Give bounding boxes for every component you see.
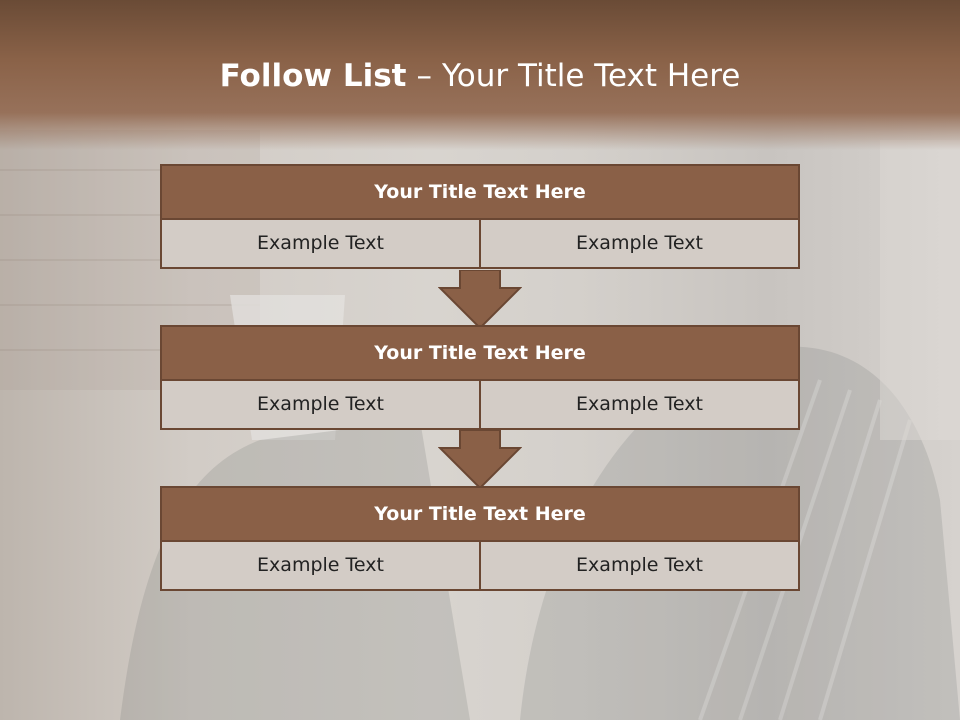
block-cell-left: Example Text: [160, 220, 481, 269]
block-cell-left: Example Text: [160, 381, 481, 430]
title-rest: Your Title Text Here: [441, 58, 741, 94]
down-arrow-icon: [438, 430, 522, 490]
block-title: Your Title Text Here: [160, 325, 800, 381]
header-band: [0, 0, 960, 150]
block-cell-left: Example Text: [160, 542, 481, 591]
block-row: Example Text Example Text: [160, 220, 800, 269]
title-bold: Follow List: [219, 58, 407, 94]
block-title: Your Title Text Here: [160, 486, 800, 542]
block-row: Example Text Example Text: [160, 542, 800, 591]
block-cell-right: Example Text: [481, 381, 800, 430]
slide-title: Follow List–Your Title Text Here: [0, 56, 960, 96]
list-block-1: Your Title Text Here Example Text Exampl…: [160, 164, 800, 269]
block-cell-right: Example Text: [481, 220, 800, 269]
block-cell-right: Example Text: [481, 542, 800, 591]
title-separator: –: [416, 58, 432, 94]
block-title: Your Title Text Here: [160, 164, 800, 220]
down-arrow-icon: [438, 270, 522, 330]
list-block-2: Your Title Text Here Example Text Exampl…: [160, 325, 800, 430]
block-row: Example Text Example Text: [160, 381, 800, 430]
list-block-3: Your Title Text Here Example Text Exampl…: [160, 486, 800, 591]
